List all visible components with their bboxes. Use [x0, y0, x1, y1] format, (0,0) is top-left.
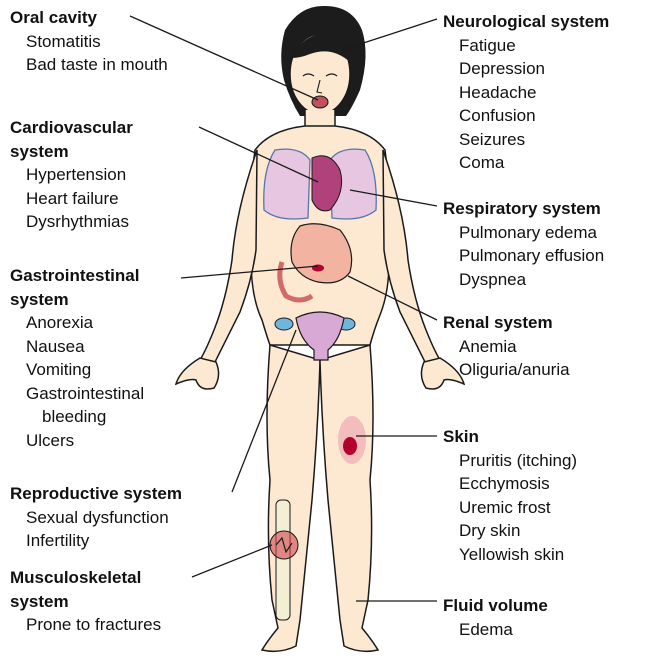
musculoskeletal-group: Musculoskeletal system Prone to fracture…: [10, 566, 200, 637]
gi-title-line2: system: [10, 288, 180, 312]
renal-title: Renal system: [443, 311, 570, 335]
cardio-item: Dysrhythmias: [10, 210, 200, 234]
skin-item: Ecchymosis: [443, 472, 577, 496]
cardio-item: Hypertension: [10, 163, 200, 187]
renal-group: Renal system Anemia Oliguria/anuria: [443, 311, 570, 382]
leader-musc: [192, 545, 272, 577]
gi-item: Vomiting: [10, 358, 180, 382]
fluid-volume-group: Fluid volume Edema: [443, 594, 548, 641]
neuro-item: Seizures: [443, 128, 609, 152]
neuro-item: Fatigue: [443, 34, 609, 58]
cardiovascular-title-line2: system: [10, 140, 200, 164]
cardiovascular-title-line1: Cardiovascular: [10, 116, 200, 140]
musc-item: Prone to fractures: [10, 613, 200, 637]
gi-title-line1: Gastrointestinal: [10, 264, 180, 288]
cardio-item: Heart failure: [10, 187, 200, 211]
skin-item: Yellowish skin: [443, 543, 577, 567]
left-arm: [200, 150, 257, 364]
resp-item: Dyspnea: [443, 268, 604, 292]
oral-item: Bad taste in mouth: [10, 53, 168, 77]
musculoskeletal-title-line1: Musculoskeletal: [10, 566, 200, 590]
neurological-group: Neurological system Fatigue Depression H…: [443, 10, 609, 175]
neuro-item: Confusion: [443, 104, 609, 128]
neuro-item: Depression: [443, 57, 609, 81]
gi-item: Anorexia: [10, 311, 180, 335]
right-leg: [320, 345, 378, 651]
resp-item: Pulmonary effusion: [443, 244, 604, 268]
respiratory-group: Respiratory system Pulmonary edema Pulmo…: [443, 197, 604, 291]
skin-group: Skin Pruritis (itching) Ecchymosis Uremi…: [443, 425, 577, 566]
neuro-item: Coma: [443, 151, 609, 175]
gastrointestinal-group: Gastrointestinal system Anorexia Nausea …: [10, 264, 180, 452]
neuro-item: Headache: [443, 81, 609, 105]
left-leg: [262, 345, 320, 651]
neurological-title: Neurological system: [443, 10, 609, 34]
cardiovascular-group: Cardiovascular system Hypertension Heart…: [10, 116, 200, 234]
oral-cavity-title: Oral cavity: [10, 6, 168, 30]
fluid-item: Edema: [443, 618, 548, 642]
gi-item: Nausea: [10, 335, 180, 359]
repro-item: Infertility: [10, 529, 182, 553]
renal-item: Oliguria/anuria: [443, 358, 570, 382]
left-hand: [176, 358, 219, 389]
oral-item: Stomatitis: [10, 30, 168, 54]
skin-item: Pruritis (itching): [443, 449, 577, 473]
gi-item: Ulcers: [10, 429, 180, 453]
tibia: [276, 500, 290, 620]
uterus: [296, 312, 344, 360]
skin-item: Uremic frost: [443, 496, 577, 520]
gi-bleed: [312, 265, 324, 272]
resp-item: Pulmonary edema: [443, 221, 604, 245]
fluid-volume-title: Fluid volume: [443, 594, 548, 618]
repro-item: Sexual dysfunction: [10, 506, 182, 530]
reproductive-group: Reproductive system Sexual dysfunction I…: [10, 482, 182, 553]
musculoskeletal-title-line2: system: [10, 590, 200, 614]
gi-item: Gastrointestinal: [10, 382, 180, 406]
left-kidney: [275, 318, 293, 330]
gi-item-continued: bleeding: [10, 405, 180, 429]
reproductive-title: Reproductive system: [10, 482, 182, 506]
respiratory-title: Respiratory system: [443, 197, 604, 221]
skin-item: Dry skin: [443, 519, 577, 543]
oral-cavity-group: Oral cavity Stomatitis Bad taste in mout…: [10, 6, 168, 77]
right-arm: [383, 150, 440, 364]
renal-item: Anemia: [443, 335, 570, 359]
skin-title: Skin: [443, 425, 577, 449]
bruise: [343, 437, 357, 455]
